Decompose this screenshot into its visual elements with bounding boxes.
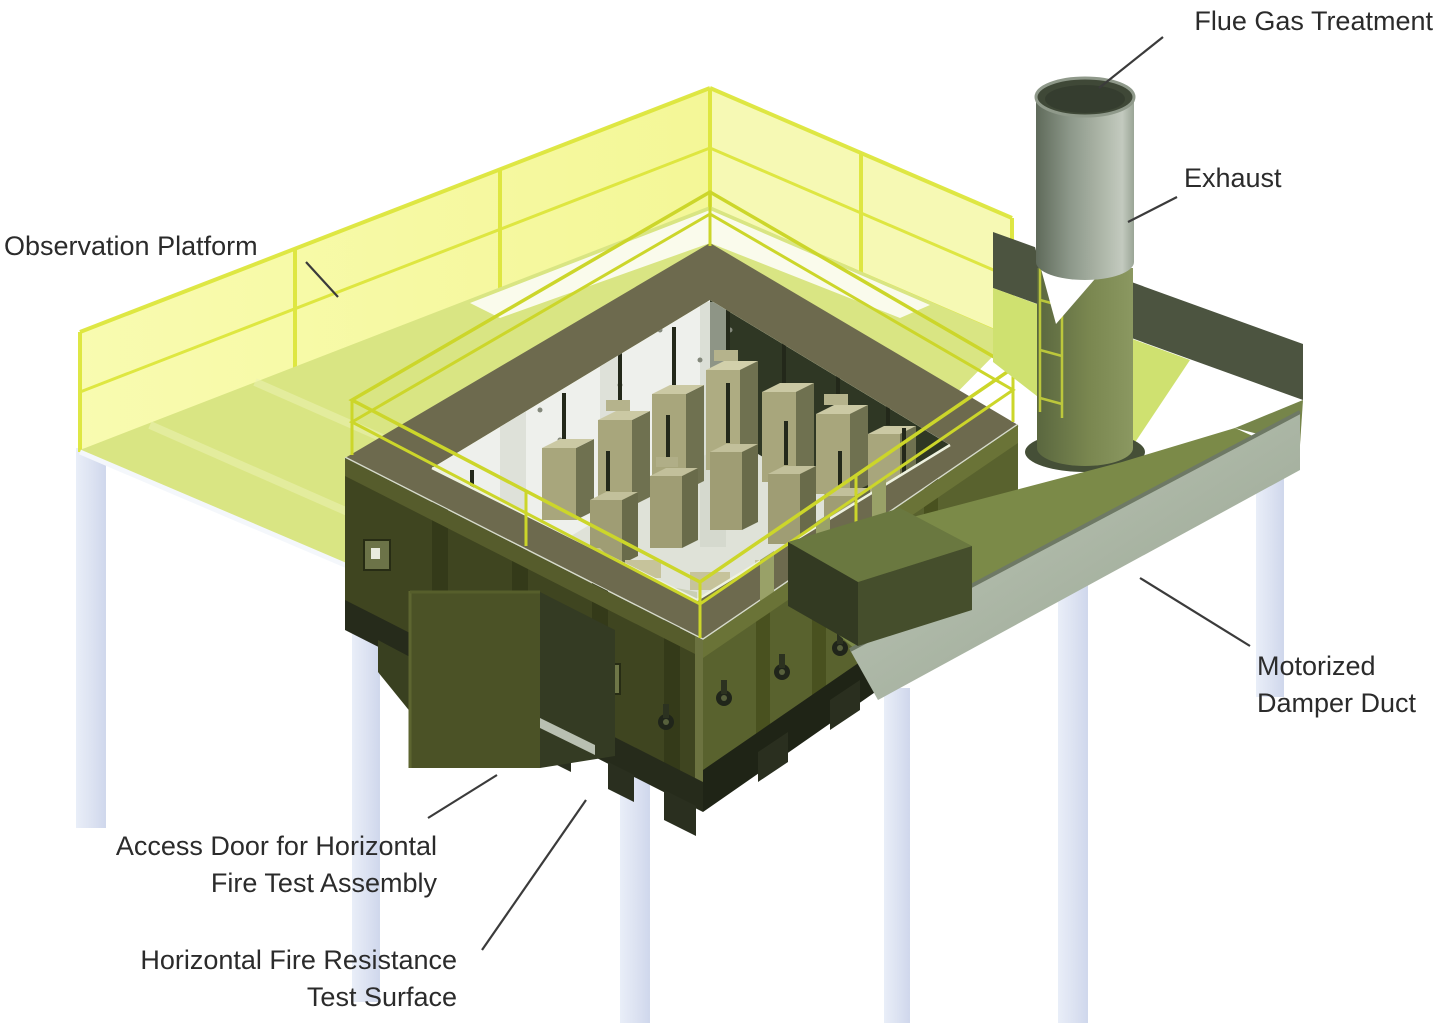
access-door-panel <box>378 590 615 768</box>
exhaust-stack <box>1032 76 1136 466</box>
burner-valves <box>658 630 848 730</box>
rim-inner-edge-highlight <box>431 443 951 602</box>
access-door-shadow-left <box>378 640 412 714</box>
label-text: Flue Gas Treatment <box>1194 6 1433 36</box>
exhaust-upper-body <box>1036 97 1134 280</box>
label-test-surface: Horizontal Fire Resistance Test Surface <box>140 942 457 1016</box>
burner-tower <box>710 383 758 530</box>
support-leg <box>620 776 650 1023</box>
support-leg <box>1256 462 1284 697</box>
support-leg <box>884 688 910 1023</box>
bottom-frame-step <box>540 718 595 755</box>
floor-specular-right <box>710 210 930 318</box>
label-access-door: Access Door for Horizontal Fire Test Ass… <box>116 828 437 902</box>
support-legs <box>76 448 1284 1023</box>
burner-tower <box>768 421 816 544</box>
access-door <box>410 591 540 768</box>
burner-tower <box>598 341 650 506</box>
burner-tower <box>816 355 868 494</box>
label-text: Damper Duct <box>1257 688 1417 718</box>
label-text: Horizontal Fire Resistance <box>140 945 457 975</box>
duct-fascia <box>850 412 1300 700</box>
pit-guard-rails <box>348 189 1017 638</box>
label-exhaust: Exhaust <box>1184 160 1282 197</box>
furnace-corner-highlight <box>695 636 703 810</box>
leader-observation-platform <box>305 261 339 298</box>
burner-tower <box>650 415 698 548</box>
leader-flue-gas <box>1098 36 1164 89</box>
leader-motorized-damper-duct <box>1139 577 1251 647</box>
support-leg <box>1058 585 1088 1023</box>
support-leg <box>352 612 380 1002</box>
leader-lines <box>305 36 1251 951</box>
label-text: Motorized <box>1257 651 1376 681</box>
label-motorized-damper-duct: Motorized Damper Duct <box>1257 648 1416 722</box>
leader-test-surface <box>481 799 587 951</box>
leader-exhaust <box>1127 196 1178 223</box>
support-leg <box>76 448 106 828</box>
damper-housing <box>788 508 972 646</box>
label-text: Test Surface <box>306 982 457 1012</box>
furnace-wall-left-top-band <box>345 458 703 658</box>
label-flue-gas-treatment: Flue Gas Treatment <box>1194 3 1433 40</box>
exhaust-top-interior <box>1045 85 1125 113</box>
label-text: Access Door for Horizontal <box>115 831 437 861</box>
leader-access-door <box>427 774 498 819</box>
thermocouple-rod <box>902 428 906 483</box>
access-door-shadow-right <box>540 592 615 768</box>
furnace-rim-top <box>345 243 1018 640</box>
label-text: Fire Test Assembly <box>210 868 437 898</box>
label-observation-platform: Observation Platform <box>4 228 258 265</box>
label-text: Exhaust <box>1184 163 1282 193</box>
floor-specular-left <box>470 210 710 318</box>
burner-control-box-left <box>363 539 391 571</box>
label-text: Observation Platform <box>4 231 258 261</box>
